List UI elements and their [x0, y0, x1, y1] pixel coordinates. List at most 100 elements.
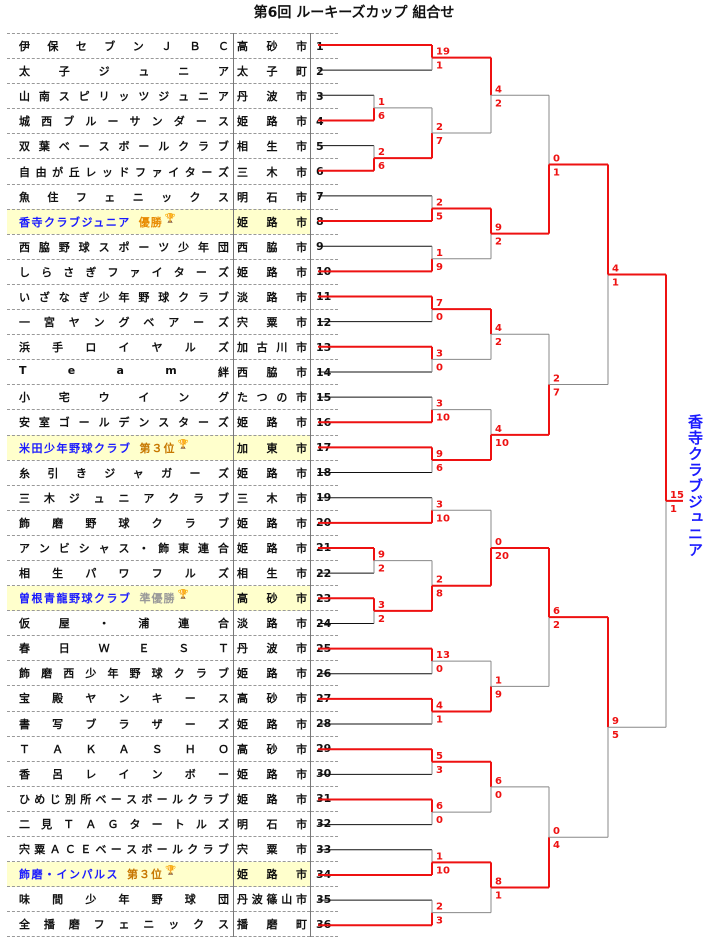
team-city: 姫路市 [233, 861, 311, 888]
score-top: 6 [436, 801, 443, 812]
team-city: 姫路市 [233, 409, 311, 436]
score-bottom: 7 [436, 136, 443, 147]
score-top: 2 [553, 374, 560, 385]
team-name: 一宮ヤングベアーズ [7, 309, 234, 336]
team-name: 糸引きジャガーズ [7, 460, 234, 486]
team-name: 魚住フェニックス [7, 184, 234, 210]
team-number: 5 [310, 133, 338, 160]
team-city: 姫路市 [233, 209, 311, 235]
score-top: 8 [495, 877, 502, 888]
team-number: 4 [310, 108, 338, 135]
team-city: 高砂市 [233, 736, 311, 762]
team-name: 飾磨・インパルス第３位🏆 [7, 861, 234, 888]
score-bottom: 0 [495, 790, 502, 801]
score-top: 1 [436, 851, 443, 862]
team-name: 三木ジュニアクラブ [7, 485, 234, 511]
team-name: 浜手ロイヤルズ [7, 334, 234, 361]
score-top: 0 [495, 537, 502, 548]
score-bottom: 4 [553, 840, 560, 851]
team-city: 姫路市 [233, 108, 311, 135]
score-top: 1 [495, 675, 502, 686]
team-row: 城西ブルーサンダース姫路市4 [7, 108, 338, 135]
score-bottom: 0 [436, 362, 443, 373]
score-top: 4 [495, 84, 502, 95]
team-city: 姫路市 [233, 259, 311, 285]
team-city: 姫路市 [233, 761, 311, 787]
score-top: 5 [436, 751, 443, 762]
team-city: 姫路市 [233, 535, 311, 561]
team-name: 相生パワフルズ [7, 560, 234, 587]
team-name: 双葉ベースボールクラブ [7, 133, 234, 160]
team-name: 安室ゴールデンスターズ [7, 409, 234, 436]
score-bottom: 2 [553, 620, 560, 631]
team-name: 小宅ウイング [7, 384, 234, 411]
score-bottom: 2 [495, 237, 502, 248]
team-name: 曽根青龍野球クラブ準優勝🏆 [7, 585, 234, 612]
team-row: 自由が丘レッドファイターズ三木市6 [7, 158, 338, 185]
team-city: 相生市 [233, 560, 311, 587]
score-top: 9 [612, 716, 619, 727]
score-top: 2 [436, 122, 443, 133]
score-bottom: 5 [612, 730, 619, 741]
team-row: 全播磨フェニックス播磨町36 [7, 911, 338, 938]
team-name: アンビシャス・飾東連合 [7, 535, 234, 561]
score-bottom: 6 [436, 463, 443, 474]
score-bottom: 1 [495, 891, 502, 902]
team-number: 3 [310, 83, 338, 110]
score-bottom: 0 [436, 664, 443, 675]
team-name: 書写ブラザーズ [7, 711, 234, 737]
score-top: 3 [436, 499, 443, 510]
team-city: 丹波市 [233, 83, 311, 110]
score-bottom: 2 [495, 337, 502, 348]
score-top: 3 [378, 600, 385, 611]
team-name: しらさぎファイターズ [7, 259, 234, 285]
champion-label: 香寺クラブジュニア [686, 414, 704, 558]
score-bottom: 1 [436, 61, 443, 72]
score-top: 9 [378, 550, 385, 561]
score-bottom: 10 [495, 438, 509, 449]
score-top: 7 [436, 298, 443, 309]
score-bottom: 2 [378, 564, 385, 575]
team-name: 太子ジュニア [7, 58, 234, 85]
team-name: 香呂レインボー [7, 761, 234, 787]
team-name: 飾磨野球クラブ [7, 510, 234, 536]
team-number: 12 [310, 309, 338, 336]
score-top: 0 [553, 826, 560, 837]
trophy-icon: 🏆 [177, 590, 190, 601]
score-top: 4 [612, 263, 619, 274]
score-bottom: 0 [436, 815, 443, 826]
team-city: 明石市 [233, 811, 311, 838]
team-city: 宍粟市 [233, 309, 311, 336]
team-city: 淡路市 [233, 610, 311, 637]
trophy-icon: 🏆 [165, 866, 178, 877]
team-name: 山南スピリッツジュニア [7, 83, 234, 110]
team-number: 9 [310, 234, 338, 260]
score-bottom: 3 [436, 765, 443, 776]
team-city: 西脇市 [233, 359, 311, 386]
score-top: 6 [553, 606, 560, 617]
score-bottom: 1 [670, 504, 677, 515]
score-top: 3 [436, 399, 443, 410]
